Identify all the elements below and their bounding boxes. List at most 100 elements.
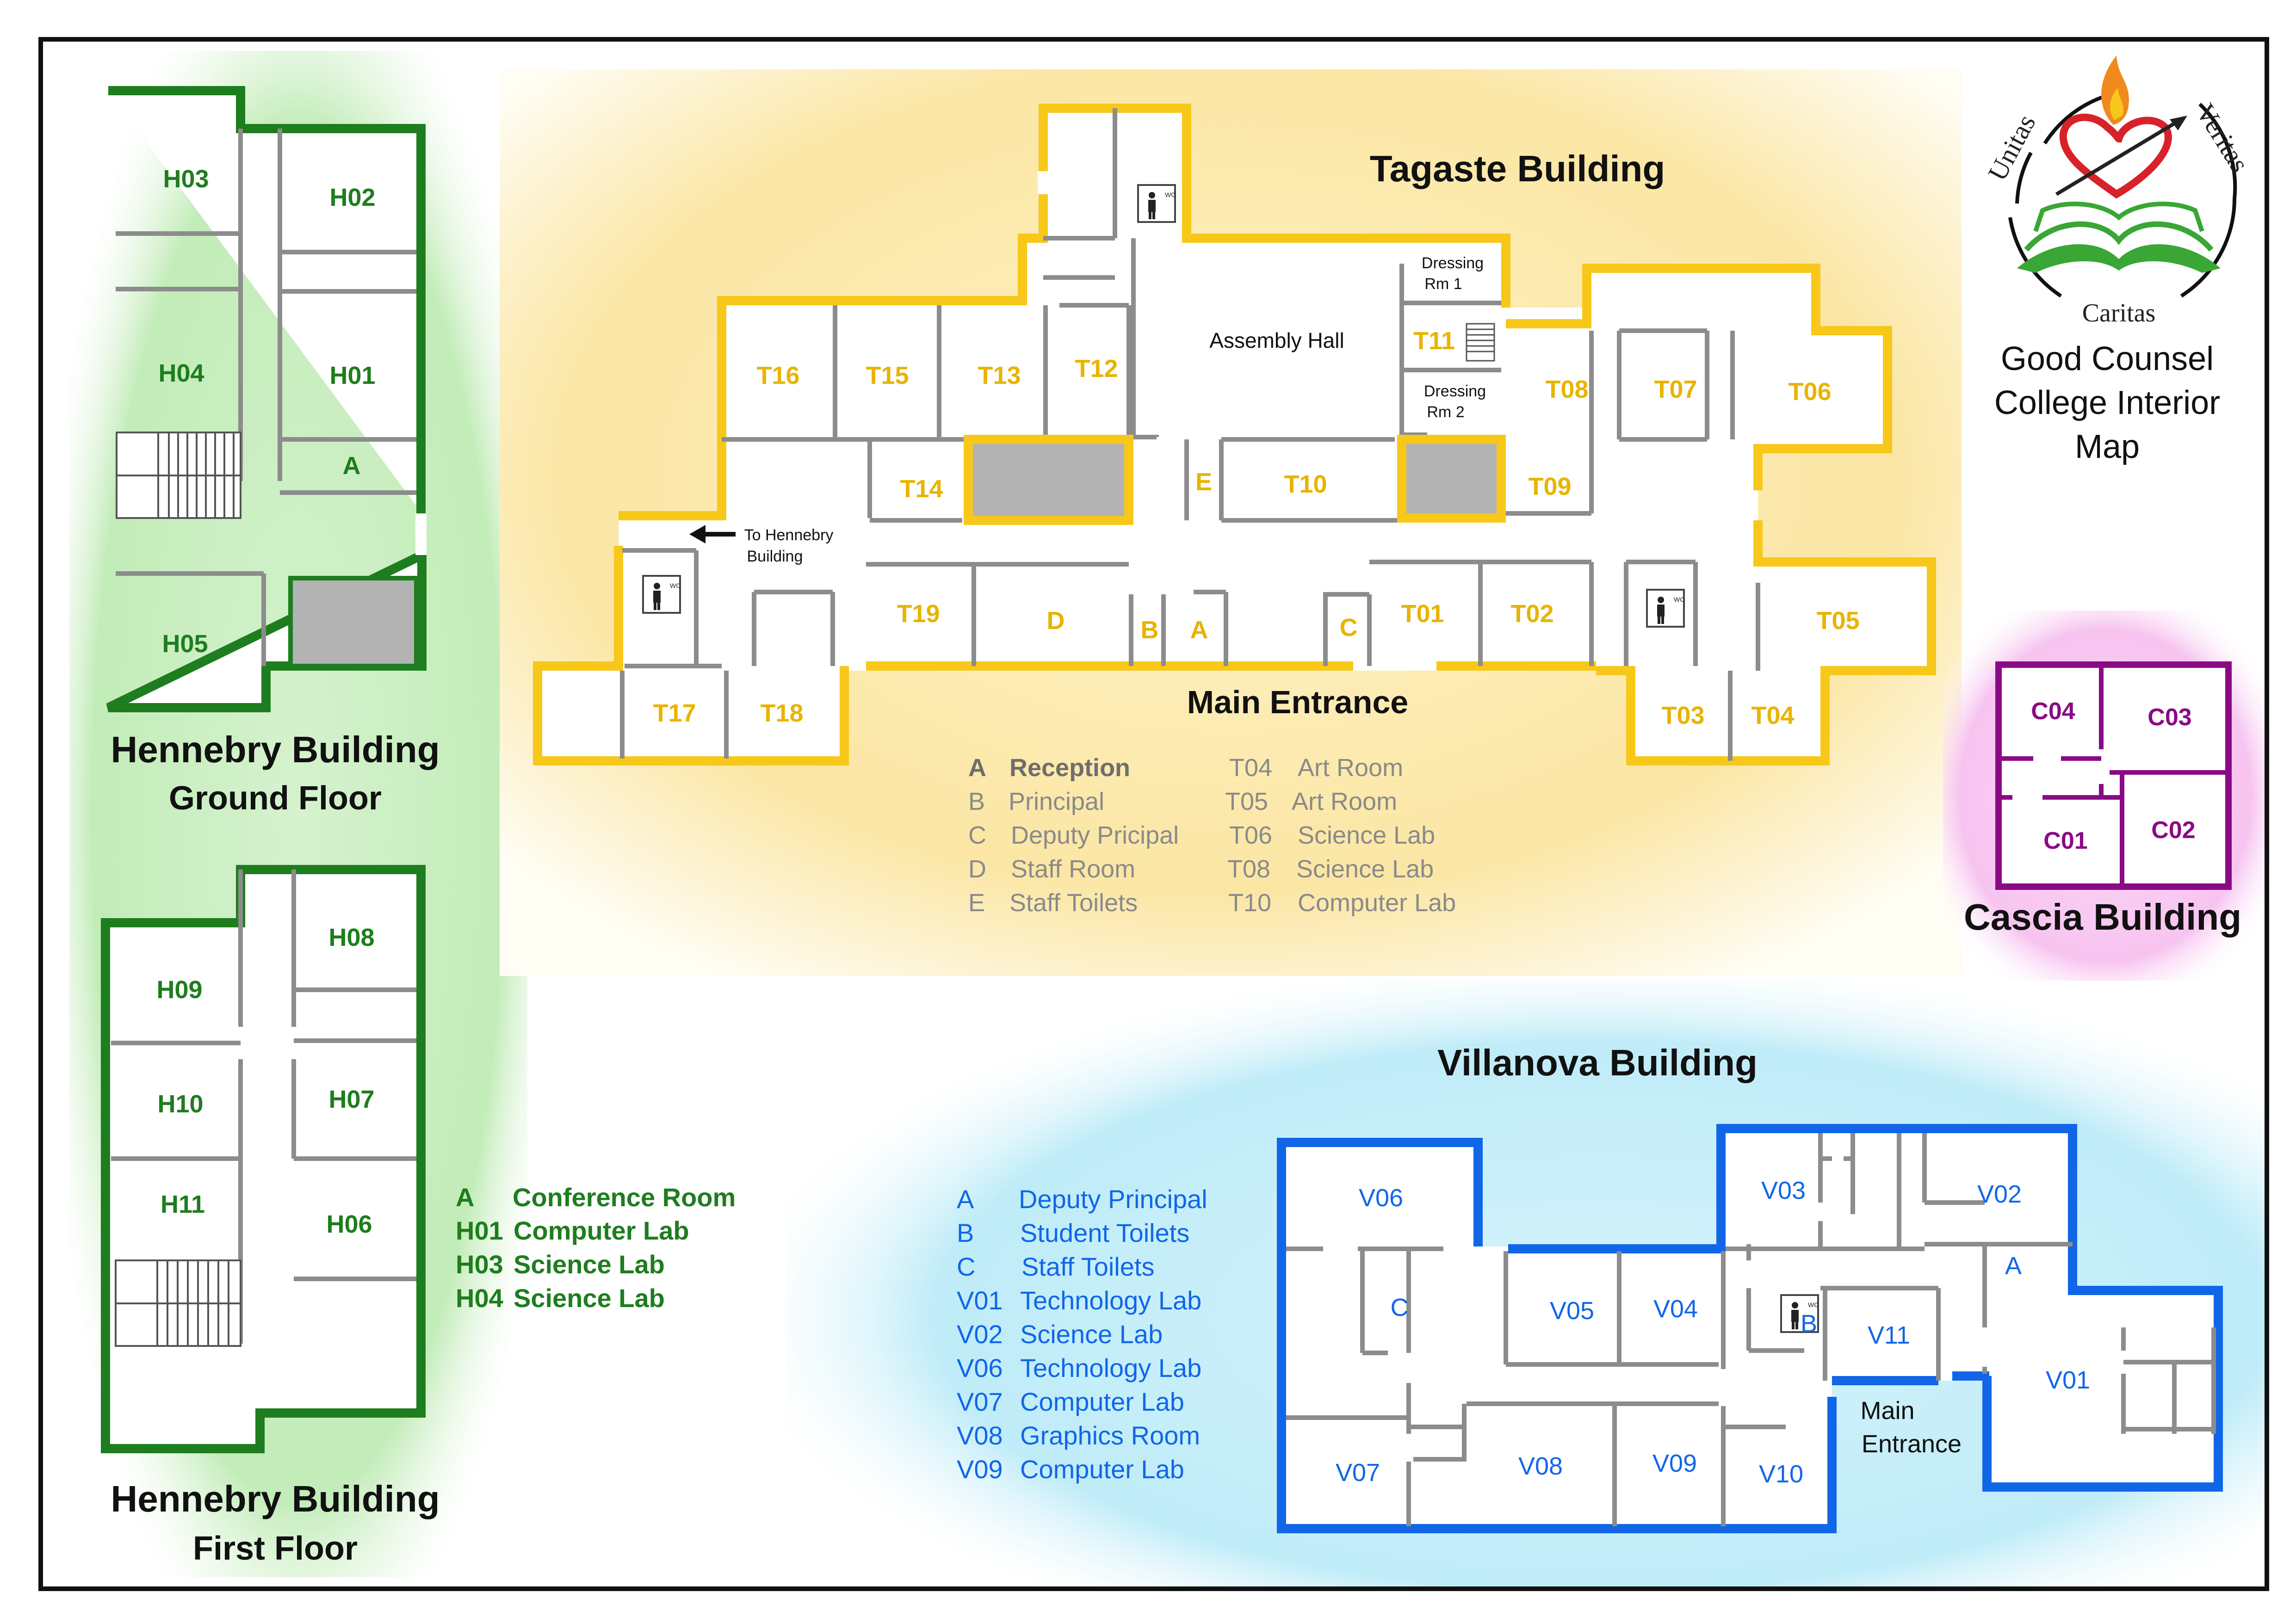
legend-name: Staff Toilets — [1009, 889, 1138, 917]
motto-veritas: Veritas — [2190, 98, 2255, 177]
hennebry-first-floor: H09 H08 H10 H07 H11 H06 Hennebry Buildin… — [101, 865, 736, 1567]
legend-code: H04 — [456, 1284, 503, 1313]
room-T19: T19 — [897, 600, 940, 628]
legend-name: Conference Room — [513, 1183, 736, 1212]
wc-icon — [642, 575, 682, 614]
legend-code: T06 — [1229, 821, 1272, 849]
room-T11: T11 — [1413, 327, 1455, 355]
room-T10: T10 — [1284, 470, 1327, 498]
hennebry-legend: A Conference Room H01 Computer Lab H03 S… — [456, 1183, 736, 1313]
villanova-main-entrance-line-1: Main — [1860, 1397, 1914, 1425]
room-T15: T15 — [866, 362, 909, 389]
legend-code: H01 — [456, 1216, 503, 1245]
villanova-building: V06 V03 V02 A C V05 V04 B V11 V01 V07 V0… — [957, 1042, 2223, 1533]
room-A-conference: A — [343, 452, 361, 480]
room-T05: T05 — [1816, 607, 1859, 635]
legend-name: Technology Lab — [1020, 1286, 1201, 1315]
room-B-student-toilets: B — [1801, 1310, 1817, 1338]
stairs-icon — [1466, 323, 1495, 362]
book-icon — [2017, 244, 2221, 273]
room-V03: V03 — [1761, 1177, 1806, 1204]
room-B: B — [1141, 616, 1159, 644]
legend-code: V06 — [957, 1353, 1003, 1382]
room-V05: V05 — [1550, 1297, 1594, 1325]
legend-code: C — [968, 821, 986, 849]
legend-name: Art Room — [1298, 754, 1403, 782]
legend-name: Science Lab — [1020, 1320, 1163, 1349]
room-V10: V10 — [1759, 1460, 1803, 1488]
room-C03: C03 — [2147, 704, 2191, 731]
arrow-left-icon — [689, 525, 736, 543]
cascia-building: C04 C03 C01 C02 Cascia Building — [1964, 661, 2241, 938]
villanova-legend: A Deputy Principal B Student Toilets C S… — [957, 1185, 1207, 1484]
legend-code: V01 — [957, 1286, 1003, 1315]
logo-title-line-2: College Interior — [1994, 384, 2220, 421]
dressing-room-1-line-2: Rm 1 — [1424, 275, 1462, 293]
stairs-icon — [115, 1259, 241, 1347]
legend-name: Deputy Principal — [1019, 1185, 1207, 1214]
room-V06: V06 — [1359, 1184, 1403, 1212]
hennebry-first-subtitle: First Floor — [193, 1530, 358, 1567]
room-T13: T13 — [978, 362, 1021, 389]
room-T06: T06 — [1788, 378, 1831, 406]
room-H06: H06 — [326, 1210, 372, 1238]
legend-name: Computer Lab — [514, 1216, 689, 1245]
room-V07: V07 — [1336, 1459, 1380, 1487]
legend-code: A — [957, 1185, 974, 1214]
room-C-staff-toilets: C — [1391, 1294, 1409, 1321]
room-V04: V04 — [1653, 1295, 1698, 1323]
room-D: D — [1047, 607, 1065, 635]
cascia-title: Cascia Building — [1964, 896, 2241, 938]
room-T09: T09 — [1528, 473, 1571, 500]
room-C: C — [1340, 614, 1358, 642]
to-hennebry-line-1: To Hennebry — [744, 526, 834, 544]
logo-title-line-1: Good Counsel — [2001, 340, 2214, 377]
legend-code: A — [968, 754, 986, 782]
map-frame — [38, 37, 2269, 1591]
room-T17: T17 — [653, 699, 696, 727]
legend-name: Computer Lab — [1020, 1387, 1184, 1416]
room-H03: H03 — [163, 165, 209, 193]
hennebry-ground-title: Hennebry Building — [111, 729, 439, 770]
legend-code: B — [957, 1218, 974, 1247]
legend-code: E — [968, 889, 985, 917]
legend-name: Science Lab — [514, 1284, 665, 1313]
room-H08: H08 — [328, 924, 374, 951]
legend-name: Reception — [1009, 754, 1130, 782]
tagaste-void — [1397, 435, 1506, 523]
legend-name: Science Lab — [1298, 821, 1435, 849]
hennebry-ground-subtitle: Ground Floor — [169, 780, 382, 817]
legend-name: Technology Lab — [1020, 1353, 1201, 1382]
arrow-icon — [2055, 116, 2185, 196]
room-H05: H05 — [162, 630, 208, 658]
dressing-room-2-line-2: Rm 2 — [1427, 403, 1464, 421]
motto-unitas: Unitas — [1982, 110, 2041, 185]
legend-code: V09 — [957, 1455, 1003, 1484]
tagaste-building: To Hennebry Building T16 T15 T13 T12 T11… — [533, 104, 1936, 917]
room-T16: T16 — [756, 362, 799, 389]
legend-code: V02 — [957, 1320, 1003, 1349]
room-H07: H07 — [328, 1086, 374, 1113]
tagaste-title: Tagaste Building — [1370, 148, 1665, 189]
room-T12: T12 — [1075, 355, 1118, 383]
legend-name: Art Room — [1292, 788, 1397, 815]
wc-icon — [1137, 184, 1177, 223]
legend-code: D — [968, 855, 986, 883]
legend-code: V07 — [957, 1387, 1003, 1416]
room-H11: H11 — [161, 1191, 205, 1218]
legend-code: B — [968, 788, 985, 815]
wc-icon — [1646, 589, 1686, 628]
room-E: E — [1195, 468, 1212, 496]
room-V11: V11 — [1868, 1321, 1910, 1349]
room-H10: H10 — [157, 1090, 203, 1118]
room-T18: T18 — [760, 699, 803, 727]
legend-code: A — [456, 1183, 474, 1212]
assembly-hall-label: Assembly Hall — [1209, 328, 1344, 352]
legend-name: Principal — [1009, 788, 1104, 815]
legend-code: T08 — [1227, 855, 1270, 883]
villanova-main-entrance-line-2: Entrance — [1862, 1430, 1962, 1458]
villanova-title: Villanova Building — [1437, 1042, 1758, 1083]
room-T07: T07 — [1654, 376, 1697, 403]
legend-name: Computer Lab — [1020, 1455, 1184, 1484]
legend-name: Staff Toilets — [1021, 1252, 1154, 1281]
